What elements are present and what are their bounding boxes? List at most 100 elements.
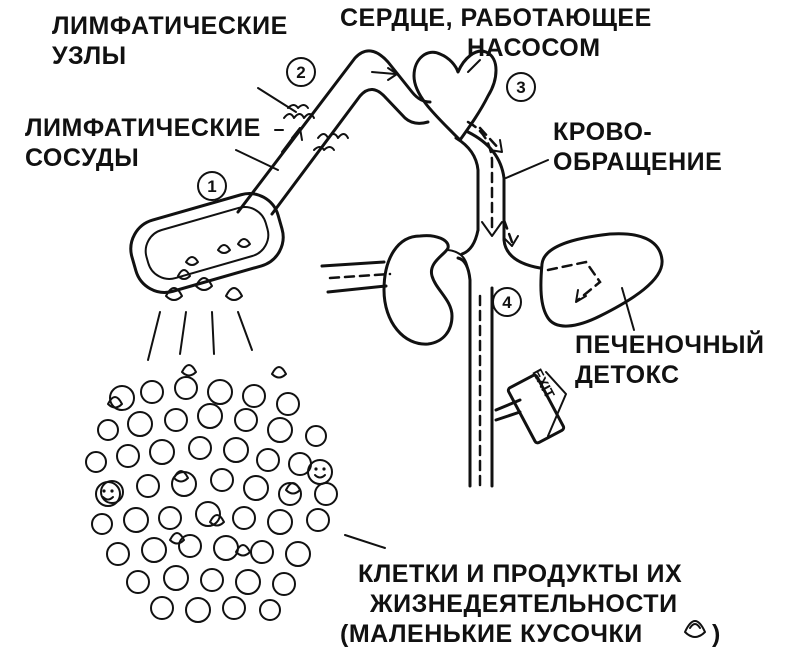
blood-vessel bbox=[454, 120, 542, 270]
step-2: 2 bbox=[286, 57, 316, 87]
label-liver-detox: ПЕЧЕНОЧНЫЙ ДЕТОКС bbox=[575, 329, 764, 389]
cell-5 bbox=[276, 392, 300, 416]
cell-9 bbox=[197, 403, 223, 429]
waste-piece-3 bbox=[173, 470, 189, 483]
cell-26 bbox=[314, 482, 338, 506]
svg-text:ОБРАЩЕНИЕ: ОБРАЩЕНИЕ bbox=[553, 148, 722, 176]
svg-text:НАСОСОМ: НАСОСОМ bbox=[467, 34, 601, 62]
waste-piece-6 bbox=[209, 514, 225, 527]
waste-piece-7 bbox=[235, 544, 251, 557]
cell-25 bbox=[278, 482, 302, 506]
cell-40 bbox=[126, 570, 150, 594]
cell-24 bbox=[243, 475, 269, 501]
cell-45 bbox=[150, 596, 174, 620]
svg-text:3: 3 bbox=[516, 78, 525, 97]
waste-piece-icon bbox=[684, 620, 706, 638]
cell-30 bbox=[195, 501, 221, 527]
cell-14 bbox=[116, 444, 140, 468]
cell-46 bbox=[185, 597, 211, 623]
cell-47 bbox=[222, 596, 246, 620]
svg-text:СОСУДЫ: СОСУДЫ bbox=[25, 144, 139, 172]
svg-text:ПЕЧЕНОЧНЫЙ: ПЕЧЕНОЧНЫЙ bbox=[575, 329, 764, 359]
waste-piece-4 bbox=[285, 482, 301, 495]
svg-text:ДЕТОКС: ДЕТОКС bbox=[575, 361, 680, 389]
cell-15 bbox=[149, 439, 175, 465]
cell-43 bbox=[235, 569, 261, 595]
heart bbox=[412, 49, 498, 142]
cell-31 bbox=[232, 506, 256, 530]
cell-8 bbox=[164, 408, 188, 432]
svg-text:СЕРДЦЕ, РАБОТАЮЩЕЕ: СЕРДЦЕ, РАБОТАЮЩЕЕ bbox=[340, 4, 652, 32]
cell-23 bbox=[210, 468, 234, 492]
cell-face-1 bbox=[307, 459, 333, 485]
uptake-lines bbox=[147, 311, 253, 361]
cell-44 bbox=[272, 572, 296, 596]
cell-3 bbox=[207, 379, 233, 405]
label-circulation: КРОВО- ОБРАЩЕНИЕ bbox=[553, 118, 722, 176]
waste-piece-0 bbox=[107, 396, 123, 409]
cell-4 bbox=[242, 384, 266, 408]
label-heart: СЕРДЦЕ, РАБОТАЮЩЕЕ НАСОСОМ bbox=[340, 4, 652, 62]
svg-text:ЛИМФАТИЧЕСКИЕ: ЛИМФАТИЧЕСКИЕ bbox=[25, 114, 261, 142]
svg-text:4: 4 bbox=[502, 293, 512, 312]
cell-12 bbox=[305, 425, 327, 447]
exit-sign: EXIT bbox=[494, 366, 567, 445]
cell-face-0 bbox=[95, 481, 121, 507]
cell-29 bbox=[158, 506, 182, 530]
cell-32 bbox=[267, 509, 293, 535]
cell-18 bbox=[256, 448, 280, 472]
cell-10 bbox=[234, 408, 258, 432]
cell-6 bbox=[97, 419, 119, 441]
cell-7 bbox=[127, 411, 153, 437]
cell-0 bbox=[109, 385, 135, 411]
cell-2 bbox=[174, 376, 198, 400]
svg-text:КЛЕТКИ И ПРОДУКТЫ ИХ: КЛЕТКИ И ПРОДУКТЫ ИХ bbox=[358, 560, 682, 588]
kidney bbox=[320, 234, 494, 488]
cell-20 bbox=[100, 480, 124, 504]
cell-42 bbox=[200, 568, 224, 592]
svg-text:): ) bbox=[712, 620, 721, 648]
cell-33 bbox=[306, 508, 330, 532]
svg-text:ЛИМФАТИЧЕСКИЕ: ЛИМФАТИЧЕСКИЕ bbox=[52, 12, 288, 40]
gut-capsule bbox=[129, 192, 285, 294]
cells-cluster bbox=[85, 364, 338, 623]
cell-37 bbox=[213, 535, 239, 561]
label-cells: КЛЕТКИ И ПРОДУКТЫ ИХ ЖИЗНЕДЕЯТЕЛЬНОСТИ (… bbox=[340, 560, 721, 648]
label-lymph-nodes: ЛИМФАТИЧЕСКИЕ УЗЛЫ bbox=[52, 12, 288, 70]
svg-text:2: 2 bbox=[296, 63, 305, 82]
svg-text:УЗЛЫ: УЗЛЫ bbox=[52, 42, 127, 70]
svg-text:КРОВО-: КРОВО- bbox=[553, 118, 652, 146]
cell-41 bbox=[163, 565, 189, 591]
cell-1 bbox=[140, 380, 164, 404]
cell-39 bbox=[285, 541, 311, 567]
cell-36 bbox=[178, 534, 202, 558]
cell-21 bbox=[136, 474, 160, 498]
cell-27 bbox=[91, 513, 113, 535]
svg-text:EXIT: EXIT bbox=[529, 366, 558, 401]
step-1: 1 bbox=[197, 171, 227, 201]
waste-piece-2 bbox=[271, 366, 287, 379]
label-lymph-vessels: ЛИМФАТИЧЕСКИЕ СОСУДЫ bbox=[25, 114, 261, 172]
svg-text:1: 1 bbox=[207, 177, 216, 196]
waste-pieces-top bbox=[165, 269, 243, 301]
cell-35 bbox=[141, 537, 167, 563]
svg-text:(МАЛЕНЬКИЕ КУСОЧКИ: (МАЛЕНЬКИЕ КУСОЧКИ bbox=[340, 620, 643, 648]
cell-17 bbox=[223, 437, 249, 463]
step-4: 4 bbox=[492, 287, 522, 317]
waste-piece-1 bbox=[181, 364, 197, 377]
cell-28 bbox=[123, 507, 149, 533]
lymph-nodes-coils bbox=[283, 104, 349, 151]
cell-38 bbox=[250, 540, 274, 564]
cell-13 bbox=[85, 451, 107, 473]
cell-11 bbox=[267, 417, 293, 443]
step-3: 3 bbox=[506, 72, 536, 102]
cell-16 bbox=[188, 436, 212, 460]
svg-text:ЖИЗНЕДЕЯТЕЛЬНОСТИ: ЖИЗНЕДЕЯТЕЛЬНОСТИ bbox=[369, 590, 678, 618]
cell-34 bbox=[106, 542, 130, 566]
cell-48 bbox=[259, 599, 281, 621]
liver bbox=[539, 232, 664, 328]
waste-piece-5 bbox=[169, 532, 185, 545]
lymph-vessel bbox=[236, 49, 432, 216]
